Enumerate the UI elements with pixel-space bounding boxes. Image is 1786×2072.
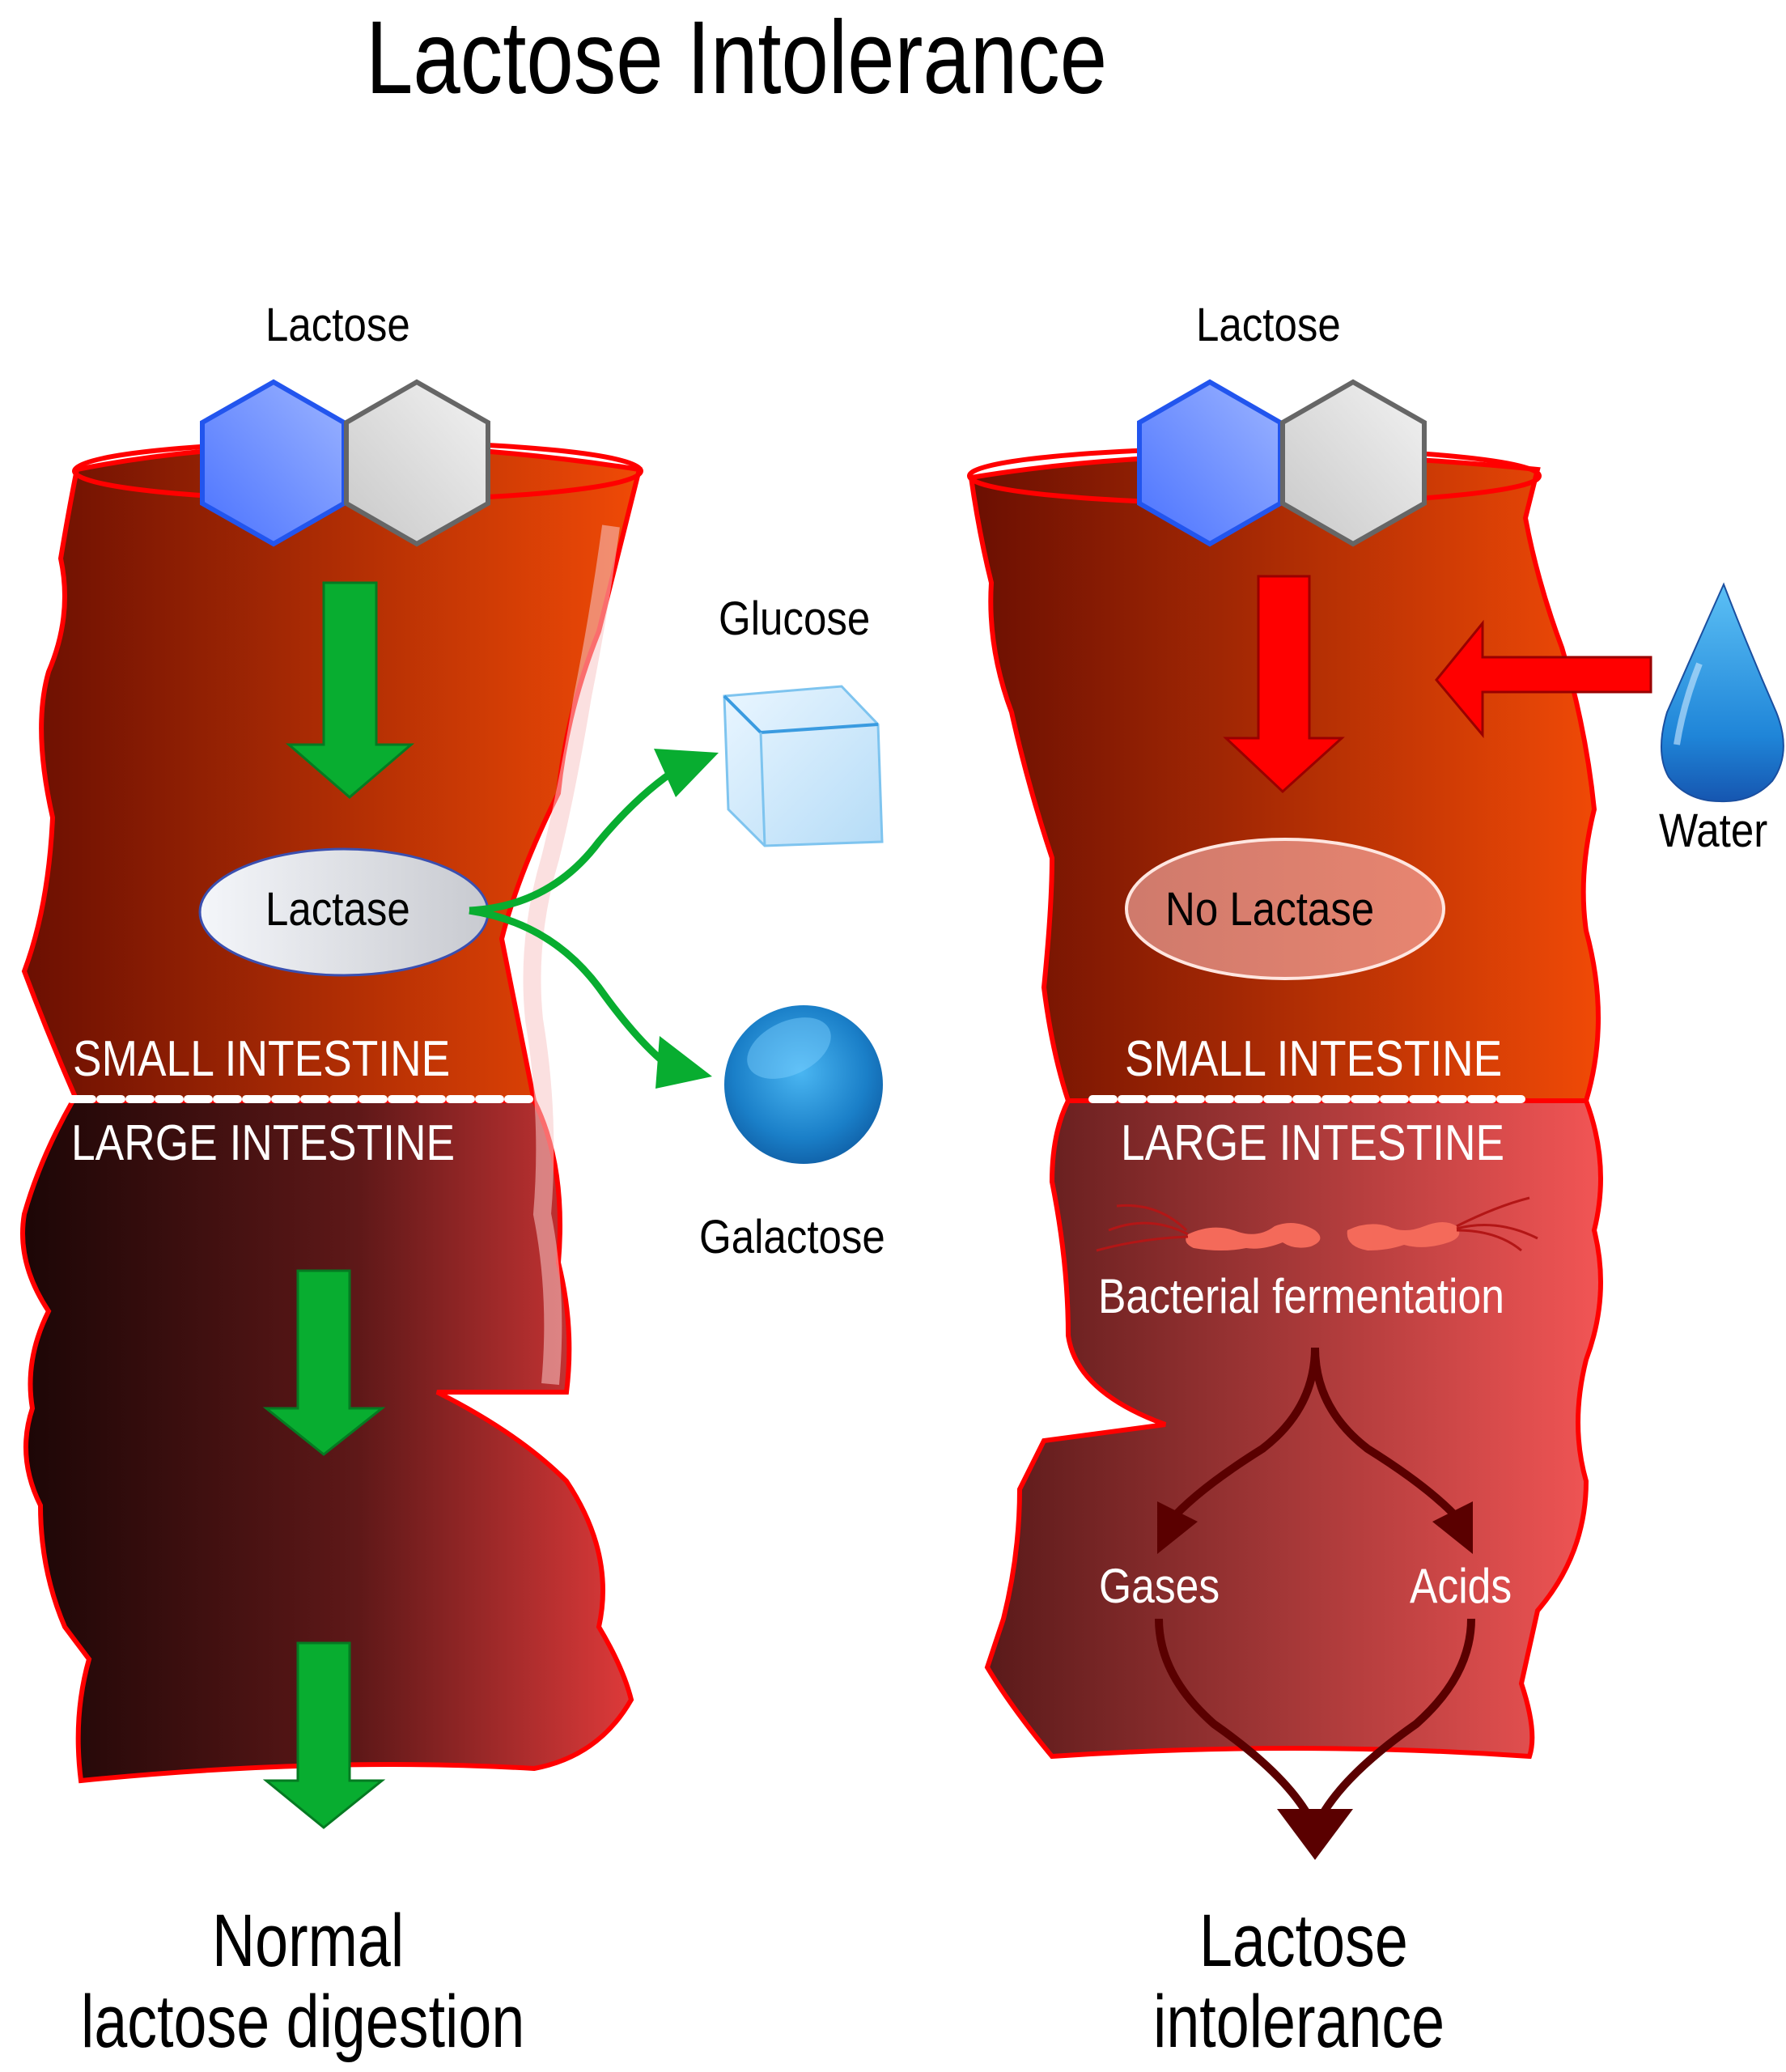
- bacteria-right-icon: [1347, 1196, 1538, 1252]
- no-lactase-enzyme: [1125, 838, 1445, 980]
- arrow-to-glucose: [469, 764, 682, 915]
- acids-label: Acids: [1410, 1559, 1512, 1613]
- right-arrow-down-red: [1223, 575, 1345, 794]
- left-wall-highlight: [523, 524, 620, 1385]
- left-arrow-down-3: [262, 1641, 386, 1829]
- arrow-to-galactose-head: [655, 1036, 712, 1089]
- arrow-to-galactose: [469, 906, 674, 1072]
- blue-sphere-icon: [724, 1005, 883, 1164]
- fermentation-branch-arrows: [1157, 1347, 1473, 1554]
- water-inflow-arrow: [1435, 619, 1652, 739]
- right-large-intestine-body: [984, 1098, 1603, 1760]
- water-drop-icon: [1661, 582, 1784, 803]
- left-small-intestine-label: SMALL INTESTINE: [73, 1031, 451, 1087]
- left-caption-line1: Normal: [212, 1900, 405, 1982]
- arrow-to-glucose-head: [654, 749, 719, 797]
- bacteria-left-icon: [1096, 1204, 1321, 1252]
- left-arrow-down-1: [285, 581, 415, 799]
- galactose-hexagon: [344, 379, 490, 547]
- no-lactase-label: No Lactase: [1165, 883, 1375, 936]
- ice-cube-icon: [723, 685, 884, 847]
- right-lactose-label: Lactose: [1196, 299, 1341, 351]
- galactose-hexagon: [1280, 379, 1427, 547]
- page-title: Lactose Intolerance: [366, 0, 1108, 116]
- right-large-intestine-label: LARGE INTESTINE: [1121, 1115, 1505, 1171]
- left-large-intestine-label: LARGE INTESTINE: [71, 1115, 456, 1171]
- bacterial-fermentation-label: Bacterial fermentation: [1098, 1269, 1504, 1323]
- right-caption-line1: Lactose: [1199, 1900, 1408, 1982]
- merge-arrows: [1155, 1618, 1475, 1860]
- gases-label: Gases: [1099, 1559, 1220, 1613]
- left-arrow-down-2: [262, 1269, 386, 1456]
- right-small-intestine-label: SMALL INTESTINE: [1125, 1031, 1503, 1087]
- left-caption-line2: lactose digestion: [81, 1981, 525, 2063]
- water-label: Water: [1659, 805, 1768, 857]
- galactose-label: Galactose: [699, 1211, 885, 1263]
- lactase-label: Lactase: [265, 883, 410, 936]
- glucose-label: Glucose: [719, 592, 871, 645]
- right-lactose-molecule: [1137, 379, 1427, 547]
- left-lactose-label: Lactose: [265, 299, 410, 351]
- right-caption-line2: intolerance: [1153, 1981, 1445, 2063]
- left-lactose-molecule: [200, 379, 490, 547]
